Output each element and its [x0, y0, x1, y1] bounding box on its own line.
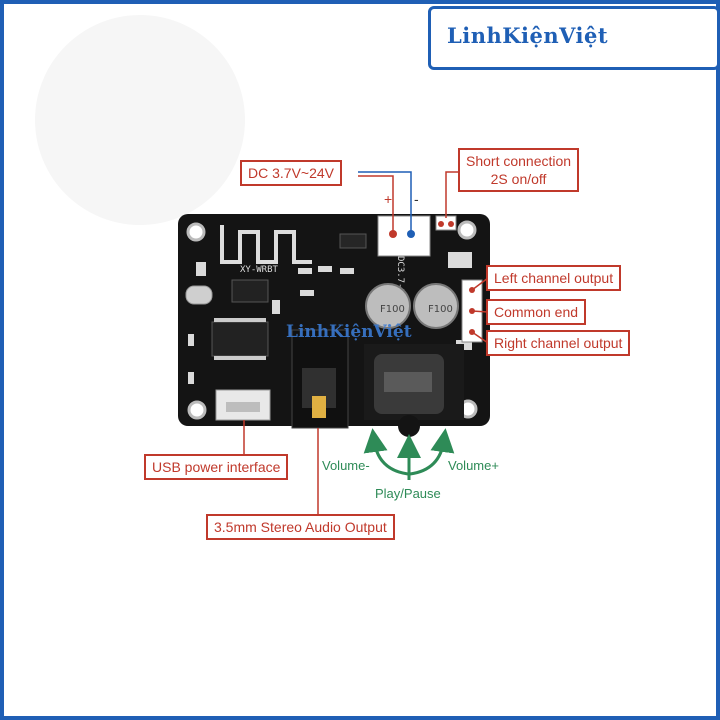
short-connection-line1: Short connection [466, 152, 571, 170]
capacitor-left-mark: F100 [380, 304, 405, 315]
crystal-oscillator [186, 286, 212, 304]
common-end-text: Common end [494, 303, 578, 321]
audio-output-callout: 3.5mm Stereo Audio Output [206, 514, 395, 540]
capacitor-right-mark: F100 [428, 304, 453, 315]
background-circle [35, 15, 245, 225]
volume-minus-label: Volume- [322, 458, 370, 473]
short-connection-callout: Short connection 2S on/off [458, 148, 579, 192]
plus-sign: + [384, 191, 392, 207]
model-silk: XY-WRBT [240, 265, 279, 275]
left-channel-callout: Left channel output [486, 265, 621, 291]
common-end-callout: Common end [486, 299, 586, 325]
main-chip [212, 322, 268, 356]
left-channel-text: Left channel output [494, 269, 613, 287]
dc-input-text: DC 3.7V~24V [248, 164, 334, 182]
usb-power-callout: USB power interface [144, 454, 288, 480]
jack-contact [312, 396, 326, 418]
volume-up-arrow [410, 440, 444, 474]
usb-power-text: USB power interface [152, 458, 280, 476]
minus-sign: - [414, 191, 419, 207]
play-pause-label: Play/Pause [375, 486, 441, 501]
right-channel-text: Right channel output [494, 334, 622, 352]
regulator-chip [340, 234, 366, 248]
volume-down-arrow [374, 440, 408, 474]
right-channel-callout: Right channel output [486, 330, 630, 356]
short-connection-line2: 2S on/off [466, 170, 571, 188]
power-terminal [378, 216, 430, 256]
knob-tip [398, 415, 420, 437]
volume-plus-label: Volume+ [448, 458, 499, 473]
watermark: LinhKiệnViệt [286, 322, 412, 342]
audio-output-text: 3.5mm Stereo Audio Output [214, 518, 387, 536]
dc-input-callout: DC 3.7V~24V [240, 160, 342, 186]
small-chip [232, 280, 268, 302]
